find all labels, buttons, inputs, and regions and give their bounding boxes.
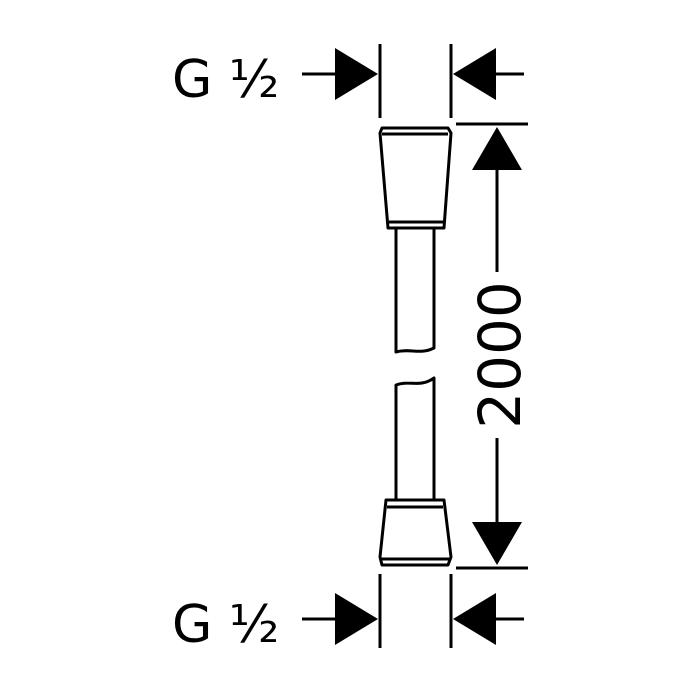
lower-hose-segment — [394, 376, 436, 500]
hose-outline — [378, 126, 453, 567]
top-thread-label: G ½ — [172, 50, 279, 110]
upper-hose-segment — [394, 228, 436, 354]
length-label: 2000 — [466, 281, 534, 429]
top-right-arrow-icon — [453, 48, 496, 100]
top-fitting — [378, 126, 453, 230]
length-up-arrow-icon — [472, 127, 522, 170]
length-dimension — [456, 122, 528, 570]
top-thread-dimension — [302, 44, 524, 118]
bottom-left-arrow-icon — [335, 593, 378, 645]
top-left-arrow-icon — [335, 48, 378, 100]
bottom-fitting — [378, 498, 453, 567]
bottom-right-arrow-icon — [453, 593, 496, 645]
bottom-thread-dimension — [302, 574, 524, 648]
length-down-arrow-icon — [472, 522, 522, 565]
bottom-thread-label: G ½ — [172, 595, 279, 655]
